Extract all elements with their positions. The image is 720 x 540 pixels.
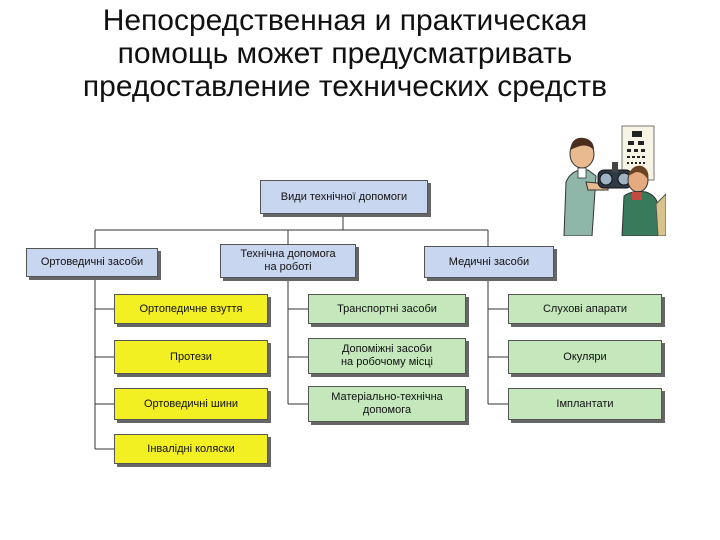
category-work: Технічна допомога на роботі [220, 244, 356, 278]
title-line-2: помощь может предусматривать [117, 37, 573, 70]
category-work-label: Технічна допомога на роботі [240, 248, 336, 273]
work-item-label: Транспортні засоби [337, 302, 437, 315]
medical-item: Імплантати [508, 388, 662, 420]
category-orthopedic-label: Ортоведичні засоби [40, 256, 144, 268]
orthopedic-item: Ортоведичні шини [114, 388, 268, 420]
work-item-label: Допоміжні засоби на робочому місці [340, 343, 433, 368]
work-item-label: Матеріально-технічна допомога [331, 391, 443, 416]
medical-item: Окуляри [508, 340, 662, 374]
root-node-label: Види технічної допомоги [280, 190, 408, 203]
medical-item-label: Імплантати [556, 397, 614, 410]
work-item: Допоміжні засоби на робочому місці [308, 338, 466, 374]
medical-item-label: Слухові апарати [542, 302, 628, 315]
medical-item-label: Окуляри [563, 350, 607, 363]
slide-title: Непосредственная и практическая помощь м… [0, 4, 690, 103]
work-item: Матеріально-технічна допомога [308, 386, 466, 422]
orthopedic-item-label: Ортоведичні шини [143, 397, 239, 410]
work-item: Транспортні засоби [308, 294, 466, 324]
orthopedic-item-label: Протези [170, 350, 212, 363]
orthopedic-item: Інвалідні коляски [114, 434, 268, 464]
orthopedic-item: Протези [114, 340, 268, 374]
title-line-3: предоставление технических средств [82, 70, 608, 103]
orthopedic-item: Ортопедичне взуття [114, 294, 268, 324]
category-orthopedic: Ортоведичні засоби [26, 248, 158, 277]
root-node: Види технічної допомоги [260, 180, 428, 214]
category-medical-label: Медичні засоби [448, 255, 530, 268]
orthopedic-item-label: Інвалідні коляски [147, 442, 235, 455]
medical-item: Слухові апарати [508, 294, 662, 324]
eye-exam-illustration-icon [563, 125, 666, 236]
category-medical: Медичні засоби [424, 246, 554, 278]
orthopedic-item-label: Ортопедичне взуття [139, 302, 243, 315]
title-line-1: Непосредственная и практическая [102, 4, 588, 37]
